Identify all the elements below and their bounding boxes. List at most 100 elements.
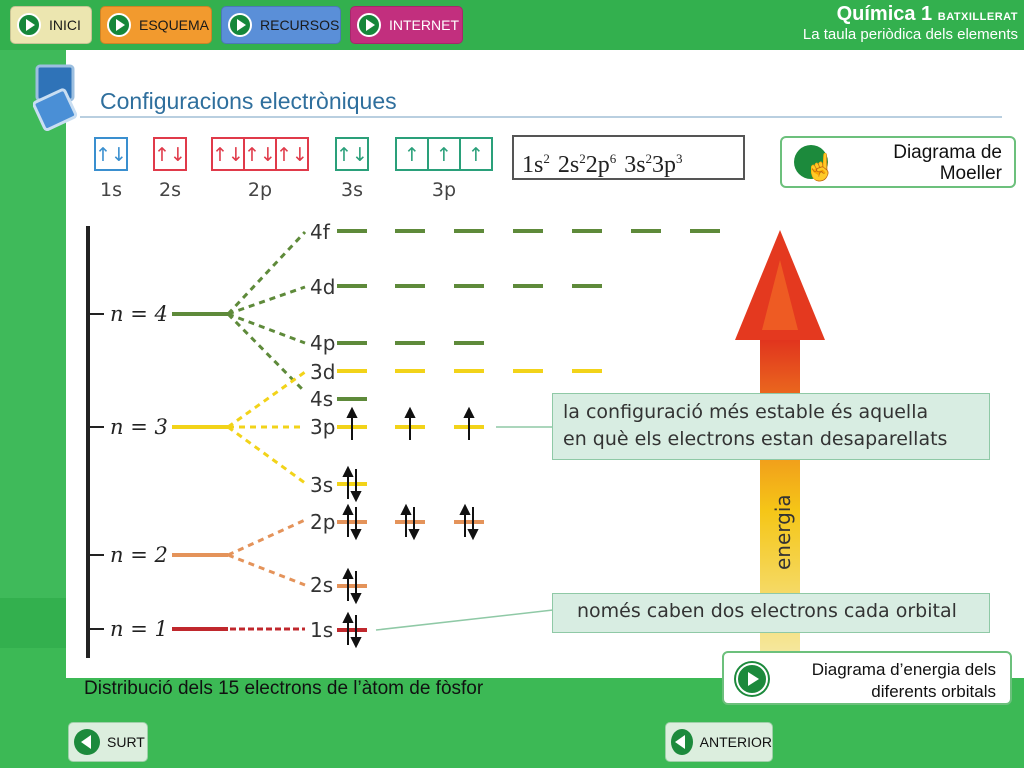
play-icon (107, 13, 131, 37)
exit-button[interactable]: SURT (68, 722, 148, 762)
page-title: Configuracions electròniques (100, 88, 397, 114)
shell-label: n = 2 (110, 543, 168, 567)
orbital-box-electrons: ↑ (436, 144, 452, 166)
electron-arrowhead (459, 503, 471, 515)
orbital-box-electrons: ↑↓ (154, 144, 186, 166)
shell-label: n = 4 (110, 302, 168, 326)
config-term: 3s2 (624, 151, 653, 178)
back-arrow-icon (671, 729, 693, 755)
sublevel-1s-label: 1s (310, 618, 333, 642)
brand-title: Química 1 (836, 3, 933, 25)
orbital-box (94, 137, 128, 171)
n3-connectors (227, 370, 306, 485)
previous-button[interactable]: ANTERIOR (665, 722, 773, 762)
orbital-box-label: 2p (248, 179, 272, 201)
electron-arrowhead (404, 406, 416, 418)
nav-label: ESQUEMA (139, 17, 210, 33)
electron-arrowhead (342, 503, 354, 515)
moeller-diagram-button[interactable]: ☝ Diagrama de Moeller (780, 136, 1016, 188)
book-logo-icon (33, 64, 78, 131)
orbital-box-label: 3p (432, 179, 456, 201)
nav-esquema-button[interactable]: ESQUEMA (100, 6, 212, 44)
energy-button-line2: diferents orbitals (871, 682, 996, 701)
electron-arrowhead (463, 406, 475, 418)
shell-n4: n = 4 (88, 302, 228, 326)
brand-subtitle: La taula periòdica dels elements (802, 26, 1018, 43)
energy-label: energia (771, 494, 795, 570)
sublevel-4f-label: 4f (310, 220, 331, 244)
orbital-box-electrons: ↑↓ (244, 144, 276, 166)
sublevel-3p-label: 3p (310, 415, 335, 439)
orbital-box-label: 2s (159, 179, 181, 201)
sublevel-4s-label: 4s (310, 387, 333, 411)
config-term-exponent: 6 (609, 151, 617, 166)
shell-label: n = 3 (110, 415, 168, 439)
orbital-box (395, 137, 493, 171)
note1-line2: en què els electrons estan desaparellats (563, 428, 948, 450)
orbital-box-electrons: ↑ (404, 144, 420, 166)
nav-internet-button[interactable]: INTERNET (350, 6, 463, 44)
electron-arrowhead (342, 465, 354, 477)
orbital-box-electrons: ↑↓ (276, 144, 308, 166)
pointer-hand-icon: ☝ (804, 152, 837, 182)
electron-arrowhead (350, 593, 362, 605)
energy-button-label: Diagrama d’energia dels diferents orbita… (812, 659, 996, 703)
n2-connectors (227, 518, 306, 587)
orbital-box-electrons: ↑↓ (336, 144, 368, 166)
note-stable-configuration: la configuració més estable és aquella e… (552, 393, 990, 460)
play-icon (357, 13, 381, 37)
config-term-exponent: 2 (645, 151, 653, 166)
moeller-label: Diagrama de Moeller (893, 142, 1002, 184)
orbital-box-label: 1s (100, 179, 122, 201)
nav-recursos-button[interactable]: RECURSOS (221, 6, 341, 44)
nav-label: INICI (49, 17, 81, 33)
note2-text: només caben dos electrons cada orbital (577, 600, 957, 622)
orbital-box (211, 137, 309, 171)
electron-arrowhead (467, 529, 479, 541)
config-term-exponent: 3 (676, 151, 683, 166)
energy-diagram-button[interactable]: Diagrama d’energia dels diferents orbita… (722, 651, 1012, 705)
config-term: 3p3 (652, 151, 683, 178)
orbital-box (153, 137, 187, 171)
shell-label: n = 1 (110, 617, 168, 641)
note2-pointer (375, 609, 554, 631)
electron-arrowhead (350, 491, 362, 503)
config-term-exponent: 2 (579, 151, 586, 166)
electron-arrowhead (342, 567, 354, 579)
orbital-box-electrons: ↑↓ (95, 144, 127, 166)
sublevel-4d-label: 4d (310, 275, 335, 299)
electron-arrowhead (342, 611, 354, 623)
previous-label: ANTERIOR (699, 734, 772, 750)
nav-inici-button[interactable]: INICI (10, 6, 92, 44)
play-icon (17, 13, 41, 37)
orbital-box (335, 137, 369, 171)
electron-arrows (342, 406, 479, 649)
sublevel-2p-label: 2p (310, 510, 335, 534)
brand: Química 1 BATXILLERAT La taula periòdica… (803, 3, 1018, 43)
shell-n2: n = 2 (88, 543, 228, 567)
nav-label: RECURSOS (260, 17, 340, 33)
config-term: 2s2 (557, 151, 586, 178)
sublevel-3d-label: 3d (310, 360, 335, 384)
back-arrow-icon (74, 729, 100, 755)
config-term-exponent: 2 (543, 151, 550, 166)
electron-arrowhead (400, 503, 412, 515)
n4-connectors (226, 230, 307, 394)
energy-arrow (735, 230, 825, 655)
orbital-box-electrons: ↑ (468, 144, 484, 166)
config-term: 2p6 (585, 151, 617, 178)
nav-label: INTERNET (389, 17, 459, 33)
orbital-box-notation: ↑↓1s↑↓2s↑↓↑↓↑↓2p↑↓3s↑↑↑3p (94, 137, 493, 201)
sublevel-3s-label: 3s (310, 473, 333, 497)
shell-n1: n = 1 (88, 617, 305, 641)
brand-level: BATXILLERAT (937, 11, 1018, 23)
note1-line1: la configuració més estable és aquella (563, 401, 929, 423)
moeller-label-line1: Diagrama de (893, 142, 1002, 163)
electron-arrowhead (350, 637, 362, 649)
electron-arrowhead (408, 529, 420, 541)
note-two-electrons: només caben dos electrons cada orbital (552, 593, 990, 633)
title-divider (80, 116, 1002, 118)
play-icon (736, 663, 768, 695)
